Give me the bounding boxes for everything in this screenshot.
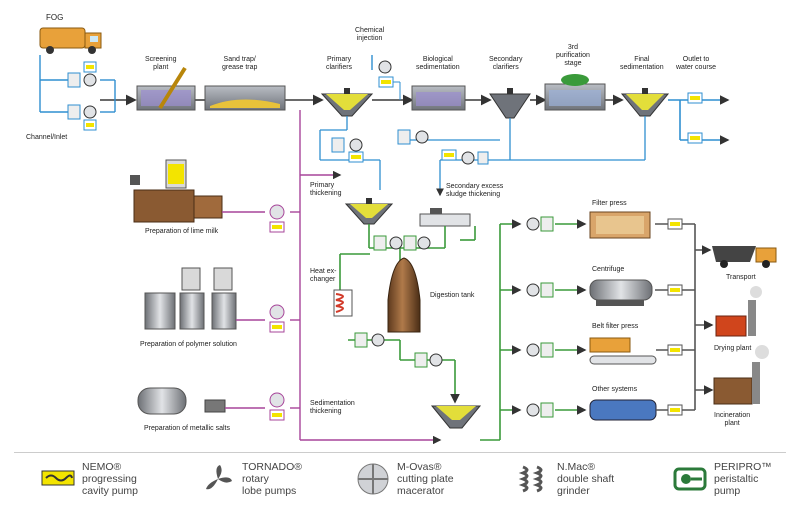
drying-plant-icon bbox=[715, 286, 762, 337]
progressing-cavity-pump-icon bbox=[41, 470, 75, 486]
output-pumps bbox=[667, 218, 683, 416]
cutting-plate-macerator-icon bbox=[357, 463, 389, 495]
channel-inlet-label: Channel/Inlet bbox=[26, 134, 68, 141]
metallic-salts-label: Preparation of metallic salts bbox=[144, 425, 230, 432]
metallic-salts-station bbox=[137, 387, 265, 415]
heat-exchanger-label: Heat ex-changer bbox=[310, 268, 337, 283]
rotary-lobe-pump-icon bbox=[206, 465, 232, 490]
inlet-lines bbox=[39, 55, 116, 113]
peristaltic-pump-icon bbox=[673, 467, 707, 491]
primary-clarifier bbox=[320, 88, 374, 117]
final-sedimentation bbox=[620, 88, 670, 117]
secondary-clarifier bbox=[489, 88, 531, 119]
filter-press-label: Filter press bbox=[592, 200, 627, 207]
double-shaft-grinder-icon bbox=[518, 465, 543, 493]
chemical-injection-pumps bbox=[371, 55, 401, 100]
belt-filter-press bbox=[589, 337, 657, 365]
centrifuge bbox=[589, 279, 653, 306]
other-systems bbox=[589, 399, 657, 421]
lime-milk-label: Preparation of lime milk bbox=[145, 228, 219, 235]
fog-truck-icon bbox=[39, 27, 102, 54]
other-systems-label: Other systems bbox=[592, 386, 638, 393]
drying-plant-label: Drying plant bbox=[714, 345, 752, 352]
secondary-excess-thickener bbox=[419, 208, 471, 227]
thickened-sludge-pumps bbox=[354, 235, 443, 368]
incineration-plant-icon bbox=[713, 345, 769, 405]
chemical-dosing-pumps bbox=[269, 204, 285, 421]
biological-sedimentation bbox=[411, 85, 466, 111]
output-lines bbox=[655, 223, 714, 411]
sand-trap-label: Sand trap/grease trap bbox=[222, 56, 258, 71]
inlet-pump-group-upper bbox=[67, 61, 97, 88]
third-purification-stage bbox=[544, 74, 606, 111]
lime-milk-station bbox=[130, 159, 265, 223]
sludge-pump-groups bbox=[331, 129, 489, 165]
sedimentation-thickener bbox=[430, 405, 482, 429]
digestion-tank-label: Digestion tank bbox=[430, 292, 475, 299]
chemical-dosing-lines bbox=[290, 110, 442, 445]
polymer-solution-label: Preparation of polymer solution bbox=[140, 341, 237, 348]
screening-plant bbox=[136, 66, 196, 111]
polymer-station bbox=[144, 267, 265, 330]
dewatering-pumps bbox=[526, 216, 554, 418]
inlet-pump-group-lower bbox=[67, 104, 97, 131]
transport-label: Transport bbox=[726, 274, 756, 281]
legend-divider bbox=[14, 452, 786, 453]
outlet-pumps bbox=[687, 92, 703, 144]
belt-filter-press-label: Belt filter press bbox=[592, 323, 639, 330]
digestion-tank bbox=[387, 257, 421, 333]
sand-trap bbox=[204, 85, 286, 111]
centrifuge-label: Centrifuge bbox=[592, 266, 625, 273]
fog-label: FOG bbox=[46, 13, 64, 22]
dewatering-lines bbox=[480, 219, 587, 441]
primary-thickener bbox=[344, 198, 394, 225]
heat-exchanger bbox=[333, 289, 353, 317]
transport-truck-icon bbox=[712, 246, 777, 268]
filter-press bbox=[589, 211, 651, 239]
